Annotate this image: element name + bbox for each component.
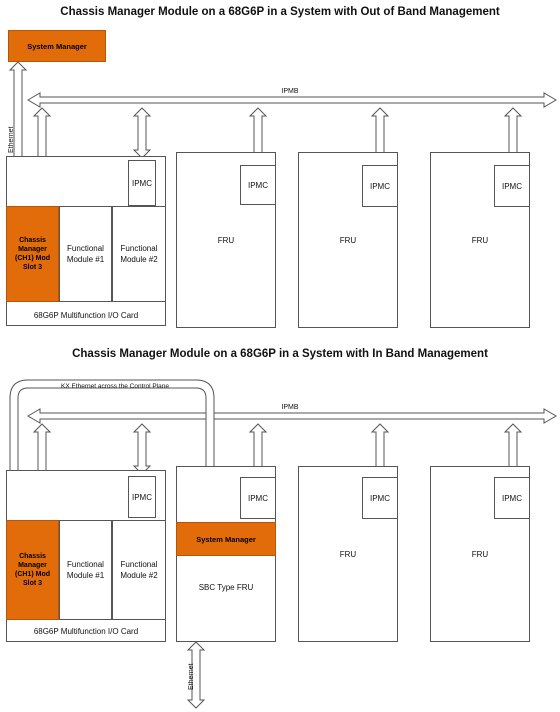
kx-ethernet-label: KX Ethernet across the Control Plane [60, 383, 170, 390]
ipmc-box: IPMC [362, 477, 398, 519]
card-label: 68G6P Multifunction I/O Card [33, 627, 139, 636]
ipmc-box: IPMC [494, 477, 530, 519]
diagram2-title: Chassis Manager Module on a 68G6P in a S… [72, 348, 488, 360]
ipmc-box: IPMC [128, 160, 156, 206]
ethernet-label: Ethernet [188, 663, 195, 691]
ipmc-box: IPMC [362, 165, 398, 207]
chassis-manager-box: Chassis Manager (CH1) Mod Slot 3 [6, 206, 59, 302]
chassis-manager-box: Chassis Manager (CH1) Mod Slot 3 [6, 520, 59, 620]
system-manager-box: System Manager [8, 30, 106, 62]
ipmb-drop-arrow-5 [132, 423, 152, 475]
system-manager-box: System Manager [176, 522, 276, 556]
functional-module-1: Functional Module #1 [59, 206, 112, 302]
functional-module-2: Functional Module #2 [112, 206, 166, 302]
card-label: 68G6P Multifunction I/O Card [33, 311, 139, 320]
functional-module-1: Functional Module #1 [59, 520, 112, 620]
ipmc-box: IPMC [240, 165, 276, 205]
ipmc-box: IPMC [240, 477, 276, 519]
ipmb-bus-arrow-2 [27, 408, 557, 424]
functional-module-2: Functional Module #2 [112, 520, 166, 620]
ipmb-bus-arrow-1 [27, 92, 557, 108]
ethernet-arrow-2 [186, 641, 206, 709]
sbc-fru-label: SBC Type FRU [198, 583, 254, 592]
ipmc-box: IPMC [128, 476, 156, 518]
ipmb-label: IPMB [281, 88, 299, 95]
ipmb-drop-arrow-1 [132, 107, 152, 159]
diagram1-title: Chassis Manager Module on a 68G6P in a S… [60, 6, 500, 18]
ipmc-box: IPMC [494, 165, 530, 207]
ipmb-label: IPMB [281, 404, 299, 411]
